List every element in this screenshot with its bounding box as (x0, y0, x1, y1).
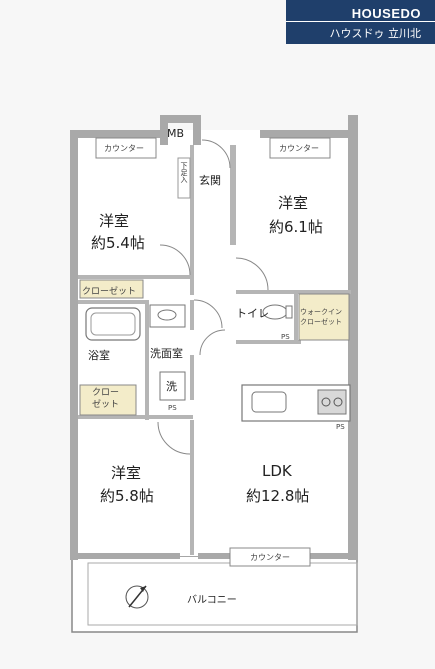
laundry-label: 洗 (166, 380, 177, 393)
room-ldk-size: 約12.8帖 (246, 487, 310, 505)
bathtub-inner (90, 312, 136, 336)
laundry-pan-icon (159, 371, 186, 401)
burner-left-icon (321, 397, 331, 407)
counter-ne-label: カウンター (279, 144, 319, 153)
shoe-cabinet-label: 下足入 (180, 162, 188, 183)
room-nw-size: 約5.4帖 (91, 234, 145, 252)
compass-arrow (140, 586, 146, 592)
toilet-tank (285, 305, 293, 319)
room-nw-name: 洋室 (99, 212, 130, 230)
mb-label: MB (167, 127, 185, 140)
logo-branch-text: ハウスドゥ 立川北 (329, 27, 422, 40)
ps-label-3: PS (336, 423, 345, 431)
floor-area (73, 130, 358, 556)
burner-right-icon (333, 397, 343, 407)
interior-walls (78, 145, 351, 555)
logo-divider (286, 21, 435, 22)
balcony-rail (87, 562, 358, 626)
room-sw-name: 洋室 (111, 464, 142, 482)
counter-s-block (229, 547, 311, 567)
toilet-label: トイレ (236, 307, 269, 320)
wash-basin-icon (149, 304, 186, 328)
basin-bowl (157, 309, 177, 321)
ps-label-1: PS (168, 404, 177, 412)
washroom-label: 洗面室 (150, 347, 183, 360)
bath-label: 浴室 (88, 349, 110, 362)
bathtub-icon (85, 307, 141, 341)
room-ldk-name: LDK (262, 462, 292, 480)
balcony-label: バルコニー (187, 595, 237, 606)
closet-2-block (79, 384, 137, 416)
room-ne-name: 洋室 (278, 194, 309, 212)
closet-1-block (79, 279, 144, 299)
room-ne-size: 約6.1帖 (269, 218, 323, 236)
logo-brand-text: HOUSEDO (351, 6, 421, 21)
closet-2-label: クロー ゼット (92, 388, 120, 410)
room-sw-size: 約5.8帖 (100, 487, 154, 505)
ps-label-2: PS (281, 333, 290, 341)
counter-nw-block (95, 137, 157, 159)
counter-ne-block (269, 137, 331, 159)
counter-nw-label: カウンター (104, 144, 144, 153)
closet-1-label: クローゼット (82, 287, 137, 297)
shoe-cabinet (177, 157, 191, 199)
walkin-closet-block (298, 293, 350, 341)
counter-s-label: カウンター (250, 553, 290, 562)
door-swings (157, 139, 269, 455)
housedo-logo: HOUSEDO ハウスドゥ 立川北 (286, 0, 435, 44)
sink-icon (251, 391, 287, 413)
genkan-label: 玄関 (199, 174, 221, 187)
walkin-closet-label: ウォークイン クローゼット (300, 308, 342, 326)
stove-icon (317, 389, 347, 415)
compass-icon (125, 585, 149, 609)
